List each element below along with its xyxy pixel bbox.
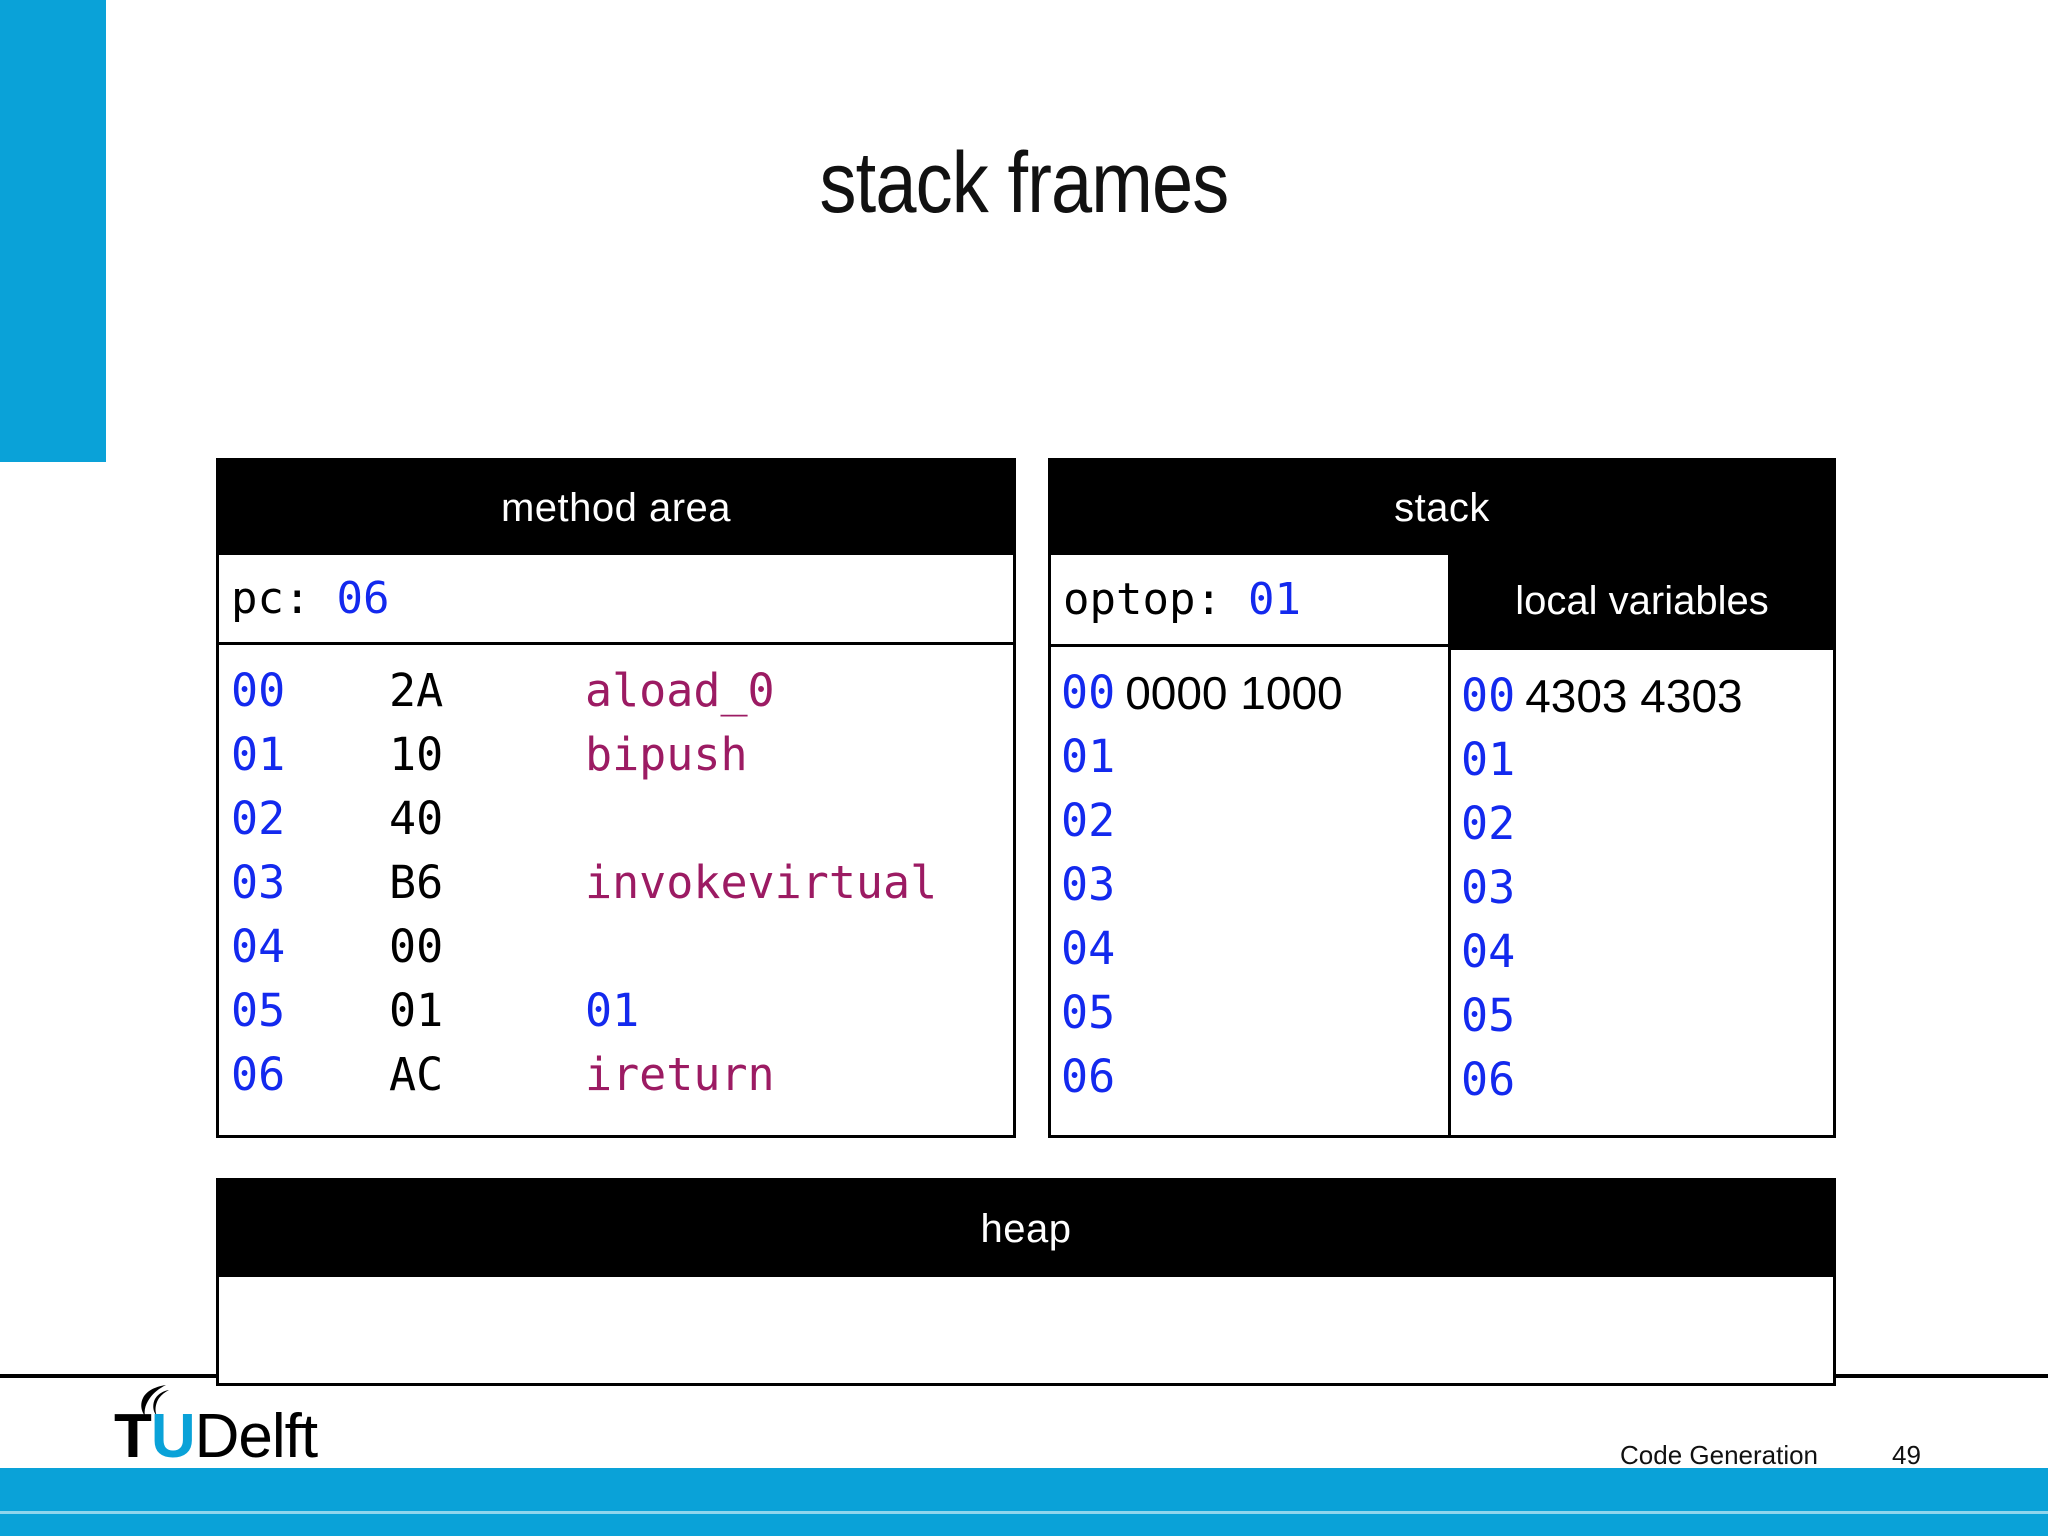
operand-slot-row: 00 0000 1000	[1061, 661, 1448, 725]
method-area-header: method area	[219, 461, 1013, 555]
tudelft-wordmark: TUDelft	[114, 1406, 318, 1468]
bytecode-byte: 01	[389, 984, 444, 1037]
local-variable-slot-address: 00	[1461, 669, 1516, 722]
bytecode-address: 00	[231, 664, 286, 717]
operand-slot-value: 0000 1000	[1125, 667, 1343, 719]
stack-panel: stack optop: 01 00 0000 1000 01 02	[1048, 458, 1836, 1138]
local-variable-slot-value: 4303 4303	[1525, 670, 1743, 722]
logo-letter-t: T	[114, 1402, 152, 1471]
operand-slot-row: 01	[1061, 725, 1448, 789]
bytecode-mnemonic: invokevirtual	[585, 856, 938, 909]
local-variables-header: local variables	[1451, 555, 1833, 647]
page-title: stack frames	[819, 135, 1230, 231]
bytecode-row: 05 01 01	[231, 979, 1013, 1043]
operand-slot-list: 00 0000 1000 01 02 03 04	[1051, 647, 1448, 1109]
bytecode-operand: 01	[585, 984, 640, 1037]
bytecode-row: 02 40	[231, 787, 1013, 851]
method-area-panel: method area pc: 06 00 2A aload_0 01 10 b…	[216, 458, 1016, 1138]
top-left-accent-bar	[0, 0, 106, 462]
operand-slot-row: 03	[1061, 853, 1448, 917]
operand-slot-row: 02	[1061, 789, 1448, 853]
bytecode-listing: 00 2A aload_0 01 10 bipush 02 40 03 B6 i…	[219, 645, 1013, 1107]
heap-body	[219, 1277, 1833, 1479]
logo-letter-u: U	[150, 1402, 196, 1471]
bytecode-mnemonic: aload_0	[585, 664, 775, 717]
operand-slot-row: 04	[1061, 917, 1448, 981]
local-variable-slot-row: 06	[1461, 1048, 1833, 1112]
operand-slot-address: 03	[1061, 858, 1116, 911]
bottom-accent-bar-stripe	[0, 1511, 2048, 1514]
local-variable-slot-address: 05	[1461, 989, 1516, 1042]
local-variable-slot-address: 06	[1461, 1053, 1516, 1106]
bytecode-row: 00 2A aload_0	[231, 659, 1013, 723]
tudelft-logo: TUDelft	[114, 1385, 374, 1478]
bytecode-mnemonic: bipush	[585, 728, 748, 781]
operand-slot-address: 04	[1061, 922, 1116, 975]
local-variable-slot-row: 05	[1461, 984, 1833, 1048]
bytecode-row: 06 AC ireturn	[231, 1043, 1013, 1107]
local-variable-slot-address: 01	[1461, 733, 1516, 786]
heap-header: heap	[219, 1181, 1833, 1277]
bytecode-row: 01 10 bipush	[231, 723, 1013, 787]
bytecode-byte: 40	[389, 792, 444, 845]
bytecode-address: 05	[231, 984, 286, 1037]
pc-register-value: 06	[336, 573, 390, 624]
bytecode-row: 04 00	[231, 915, 1013, 979]
operand-stack-column: optop: 01 00 0000 1000 01 02 03	[1051, 555, 1451, 1135]
bytecode-address: 01	[231, 728, 286, 781]
bytecode-mnemonic: ireturn	[585, 1048, 775, 1101]
flame-icon	[141, 1385, 169, 1416]
bottom-accent-bar	[0, 1468, 2048, 1536]
optop-register-row: optop: 01	[1051, 555, 1448, 647]
bytecode-row: 03 B6 invokevirtual	[231, 851, 1013, 915]
operand-slot-address: 05	[1061, 986, 1116, 1039]
bytecode-address: 03	[231, 856, 286, 909]
bytecode-byte: 00	[389, 920, 444, 973]
local-variable-slot-row: 03	[1461, 856, 1833, 920]
heap-panel: heap	[216, 1178, 1836, 1386]
bytecode-address: 04	[231, 920, 286, 973]
operand-slot-address: 01	[1061, 730, 1116, 783]
stack-body: optop: 01 00 0000 1000 01 02 03	[1051, 555, 1833, 1135]
bytecode-byte: B6	[389, 856, 444, 909]
operand-slot-row: 06	[1061, 1045, 1448, 1109]
local-variable-slot-row: 00 4303 4303	[1461, 664, 1833, 728]
bytecode-byte: AC	[389, 1048, 444, 1101]
bytecode-byte: 2A	[389, 664, 444, 717]
stack-header: stack	[1051, 461, 1833, 555]
bytecode-address: 02	[231, 792, 286, 845]
operand-slot-row: 05	[1061, 981, 1448, 1045]
local-variable-slot-address: 04	[1461, 925, 1516, 978]
operand-slot-address: 02	[1061, 794, 1116, 847]
local-variable-slot-row: 01	[1461, 728, 1833, 792]
bytecode-byte: 10	[389, 728, 444, 781]
local-variable-slot-address: 02	[1461, 797, 1516, 850]
optop-register-label: optop:	[1063, 574, 1222, 625]
optop-register-value: 01	[1247, 574, 1301, 625]
operand-slot-address: 06	[1061, 1050, 1116, 1103]
local-variables-column: local variables 00 4303 4303 01 02 03	[1451, 555, 1833, 1135]
local-variables-divider	[1451, 647, 1833, 650]
pc-register-label: pc:	[231, 573, 311, 624]
footer-subject: Code Generation	[1620, 1440, 1819, 1470]
logo-word-delft: Delft	[194, 1402, 318, 1471]
footer-page-number: 49	[1892, 1440, 1921, 1470]
bytecode-address: 06	[231, 1048, 286, 1101]
operand-slot-address: 00	[1061, 666, 1116, 719]
local-variable-slot-list: 00 4303 4303 01 02 03 04	[1451, 650, 1833, 1112]
pc-register-row: pc: 06	[219, 555, 1013, 645]
local-variable-slot-row: 04	[1461, 920, 1833, 984]
local-variable-slot-address: 03	[1461, 861, 1516, 914]
local-variable-slot-row: 02	[1461, 792, 1833, 856]
